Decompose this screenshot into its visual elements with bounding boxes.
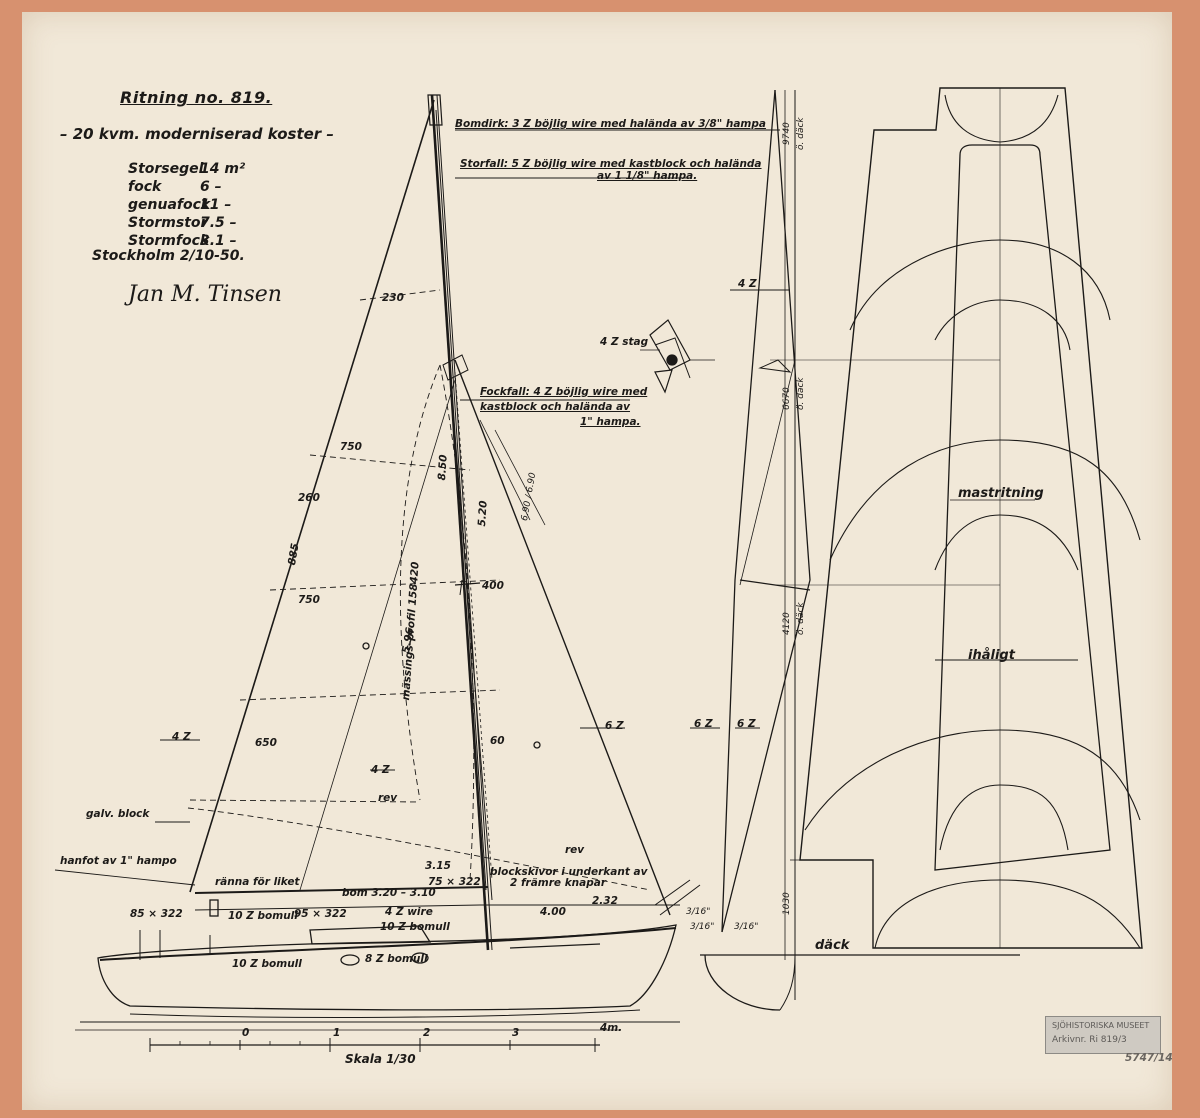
stamp-mark: 5747/14 bbox=[1125, 1052, 1173, 1064]
note-rev: rev bbox=[565, 844, 585, 856]
dim-label: 2.32 bbox=[592, 895, 618, 907]
cabin bbox=[309, 925, 432, 945]
note-storfall-2: av 1 1/8" hampa. bbox=[597, 170, 698, 182]
section-height: 9740 bbox=[782, 122, 792, 145]
dim-label: 8.50 bbox=[436, 454, 450, 481]
scale-label: Skala 1/30 bbox=[345, 1052, 416, 1066]
note-storfall: Storfall: 5 Z böjlig wire med kastblock … bbox=[460, 158, 762, 170]
scale-tick: 1 bbox=[333, 1027, 341, 1039]
mast-drawing-label: mastritning bbox=[958, 486, 1044, 501]
note-stag: 4 Z stag bbox=[600, 336, 649, 348]
forestay bbox=[454, 359, 671, 916]
cockpit bbox=[509, 943, 601, 949]
section-dim: 6 Z bbox=[737, 718, 756, 730]
dim-label: 4 Z bbox=[172, 731, 191, 743]
note-bomull: 10 Z bomull bbox=[228, 910, 298, 922]
section-height: 1030 bbox=[782, 892, 792, 915]
note-hanfot: hanfot av 1" hampo bbox=[60, 855, 177, 867]
sail-area: 7.5 – bbox=[200, 215, 237, 231]
dim-label: 95 × 322 bbox=[294, 908, 347, 920]
dim-label: 3/16" bbox=[690, 922, 715, 932]
note-bom: bom 3.20 – 3.10 bbox=[342, 887, 436, 899]
boom bbox=[194, 886, 489, 894]
dim-label: 750 bbox=[298, 594, 320, 606]
note-fockfall-3: 1" hampa. bbox=[580, 416, 641, 428]
sail-area: 11 – bbox=[200, 197, 232, 213]
section-dim: 6 Z bbox=[694, 718, 713, 730]
dim-label: 750 bbox=[340, 441, 362, 453]
mast-outline bbox=[799, 87, 1143, 949]
note-galv-block: galv. block bbox=[86, 808, 150, 820]
drawing-number: Ritning no. 819. bbox=[120, 88, 273, 107]
dim-label: 260 bbox=[298, 492, 320, 504]
sail-area: 3.1 – bbox=[200, 233, 237, 249]
dim-label: 4 Z bbox=[371, 764, 390, 776]
dim-label: 3/16" bbox=[686, 907, 711, 917]
section-dim: 4 Z bbox=[738, 278, 757, 290]
sail-area: 6 – bbox=[200, 179, 222, 195]
section-height-sub: ö. däck bbox=[796, 602, 806, 635]
museum-stamp: SJÖHISTORISKA MUSEET Arkivnr. Ri 819/3 bbox=[1045, 1016, 1161, 1054]
sail-name: Stormstor bbox=[128, 215, 208, 231]
porthole-2 bbox=[411, 952, 429, 964]
dim-label: 3/16" bbox=[734, 922, 759, 932]
genoa-leech bbox=[399, 364, 441, 801]
stamp-line: Arkivnr. Ri 819/3 bbox=[1052, 1035, 1127, 1045]
note-bomdirk: Bomdirk: 3 Z böjlig wire med halända av … bbox=[455, 118, 766, 130]
hull-outline bbox=[97, 924, 677, 1011]
note-bomull: 8 Z bomull bbox=[365, 953, 428, 965]
note-rev: rev bbox=[378, 792, 398, 804]
gooseneck bbox=[209, 899, 219, 917]
dim-label: 4.00 bbox=[540, 906, 566, 918]
sail-name: Storsegel bbox=[128, 161, 204, 177]
note-bomull: 10 Z bomull bbox=[232, 958, 302, 970]
porthole-1 bbox=[340, 954, 360, 966]
stamp-line: SJÖHISTORISKA MUSEET bbox=[1052, 1021, 1150, 1030]
signature: Jan M. Tinsen bbox=[128, 282, 282, 307]
hull-sheer bbox=[99, 927, 677, 961]
dim-label: 3.15 bbox=[425, 860, 451, 872]
dim-label: 230 bbox=[382, 292, 404, 304]
section-height-sub: ö. däck bbox=[796, 377, 806, 410]
drawing-subtitle: – 20 kvm. moderniserad koster – bbox=[60, 125, 334, 143]
note-blockskivor: blockskivor i underkant av bbox=[490, 866, 648, 878]
main-leech bbox=[189, 99, 435, 893]
note-fockfall: Fockfall: 4 Z böjlig wire med bbox=[480, 386, 648, 398]
mast bbox=[430, 94, 490, 951]
dim-label: 5.20 bbox=[476, 500, 490, 527]
section-height-sub: ö. däck bbox=[796, 117, 806, 150]
scale-tick: 3 bbox=[512, 1027, 520, 1039]
sail-area: 14 m² bbox=[200, 161, 246, 177]
place-date: Stockholm 2/10-50. bbox=[92, 248, 245, 264]
note-fockfall-2: kastblock och halända av bbox=[480, 401, 631, 413]
sail-name: genuafock bbox=[128, 197, 211, 213]
dim-label: 75 × 322 bbox=[428, 876, 481, 888]
note-blockskivor-2: 2 främre knapar bbox=[510, 877, 607, 889]
dim-label: 400 bbox=[482, 580, 504, 592]
note-bomull: 10 Z bomull bbox=[380, 921, 450, 933]
hollow-label: ihåligt bbox=[968, 648, 1015, 663]
scale-tick: 4m. bbox=[600, 1022, 623, 1034]
scale-tick: 0 bbox=[242, 1027, 250, 1039]
keel-line bbox=[129, 1009, 641, 1018]
section-height: 4120 bbox=[782, 612, 792, 635]
note-wire: 4 Z wire bbox=[385, 906, 433, 918]
sail-name: Stormfock bbox=[128, 233, 210, 249]
note-ranna: ränna för liket bbox=[215, 876, 300, 888]
dim-label: 60 bbox=[490, 735, 505, 747]
dim-label: 85 × 322 bbox=[130, 908, 183, 920]
scale-tick: 2 bbox=[423, 1027, 431, 1039]
reef-line bbox=[187, 807, 651, 891]
deck-label: däck bbox=[815, 938, 850, 953]
sail-name: fock bbox=[128, 179, 162, 195]
dim-label: 6 Z bbox=[605, 720, 624, 732]
drawing-sheet bbox=[22, 12, 1172, 1110]
section-height: 6670 bbox=[782, 387, 792, 410]
dim-label: 650 bbox=[255, 737, 277, 749]
